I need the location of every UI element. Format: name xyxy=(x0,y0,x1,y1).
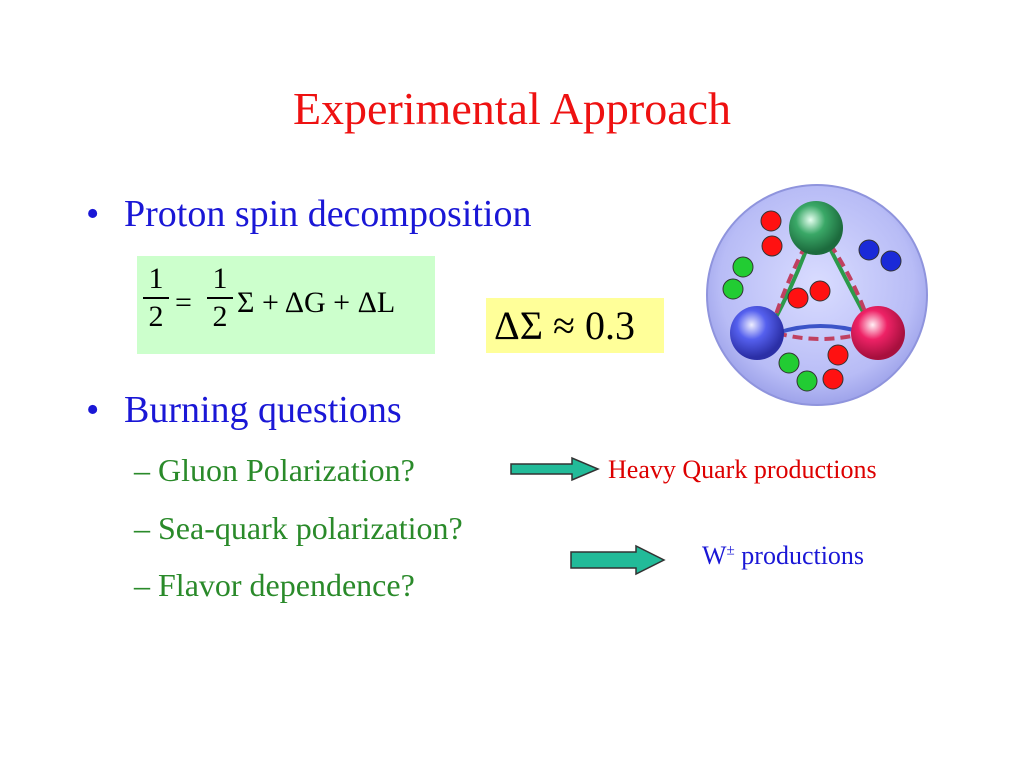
fraction-denominator: 2 xyxy=(212,300,228,333)
fraction-bar xyxy=(207,297,233,299)
red-valence-quark xyxy=(851,306,905,360)
delta-sigma-box: ΔΣ ≈ 0.3 xyxy=(486,298,664,353)
equals-sign: = xyxy=(175,286,192,319)
subitem-gluon-polarization: – Gluon Polarization? xyxy=(134,452,415,489)
fraction-numerator: 1 xyxy=(148,262,164,295)
fraction-denominator: 2 xyxy=(148,300,164,333)
fraction-lhs: 1 2 xyxy=(143,264,169,332)
arrow-right-icon xyxy=(570,544,666,576)
w-charge-superscript: ± xyxy=(726,542,735,559)
w-productions-text: productions xyxy=(734,541,865,570)
w-productions-note: W± productions xyxy=(702,541,864,571)
bullet-burning-questions: • Burning questions xyxy=(86,388,402,432)
bullet-marker: • xyxy=(86,193,100,235)
fraction-bar xyxy=(143,297,169,299)
bullet-text: Proton spin decomposition xyxy=(124,193,532,235)
sea-quarks xyxy=(722,210,902,392)
subitem-text: Flavor dependence? xyxy=(158,567,415,603)
subitem-text: Sea-quark polarization? xyxy=(158,510,463,546)
fraction-numerator: 1 xyxy=(212,262,228,295)
blue-valence-quark xyxy=(730,306,784,360)
subitem-flavor-dependence: – Flavor dependence? xyxy=(134,567,415,604)
green-valence-quark xyxy=(789,201,843,255)
subitem-sea-quark-polarization: – Sea-quark polarization? xyxy=(134,510,463,547)
bullet-proton-spin: • Proton spin decomposition xyxy=(86,192,531,236)
bullet-text: Burning questions xyxy=(124,389,402,431)
bullet-marker: • xyxy=(86,389,100,431)
w-boson-label: W xyxy=(702,541,727,570)
subitem-marker: – xyxy=(134,567,150,603)
proton-diagram-icon xyxy=(706,184,928,406)
arrow-right-icon xyxy=(510,456,600,482)
delta-sigma-value: ΔΣ ≈ 0.3 xyxy=(494,303,635,348)
spin-equation-box: 1 2 = 1 2 Σ + ΔG + ΔL xyxy=(137,256,435,354)
subitem-marker: – xyxy=(134,510,150,546)
subitem-marker: – xyxy=(134,452,150,488)
slide-title: Experimental Approach xyxy=(292,83,732,134)
equation-terms: Σ + ΔG + ΔL xyxy=(237,286,396,319)
heavy-quark-note: Heavy Quark productions xyxy=(608,455,877,484)
subitem-text: Gluon Polarization? xyxy=(158,452,415,488)
fraction-rhs: 1 2 xyxy=(207,264,233,332)
